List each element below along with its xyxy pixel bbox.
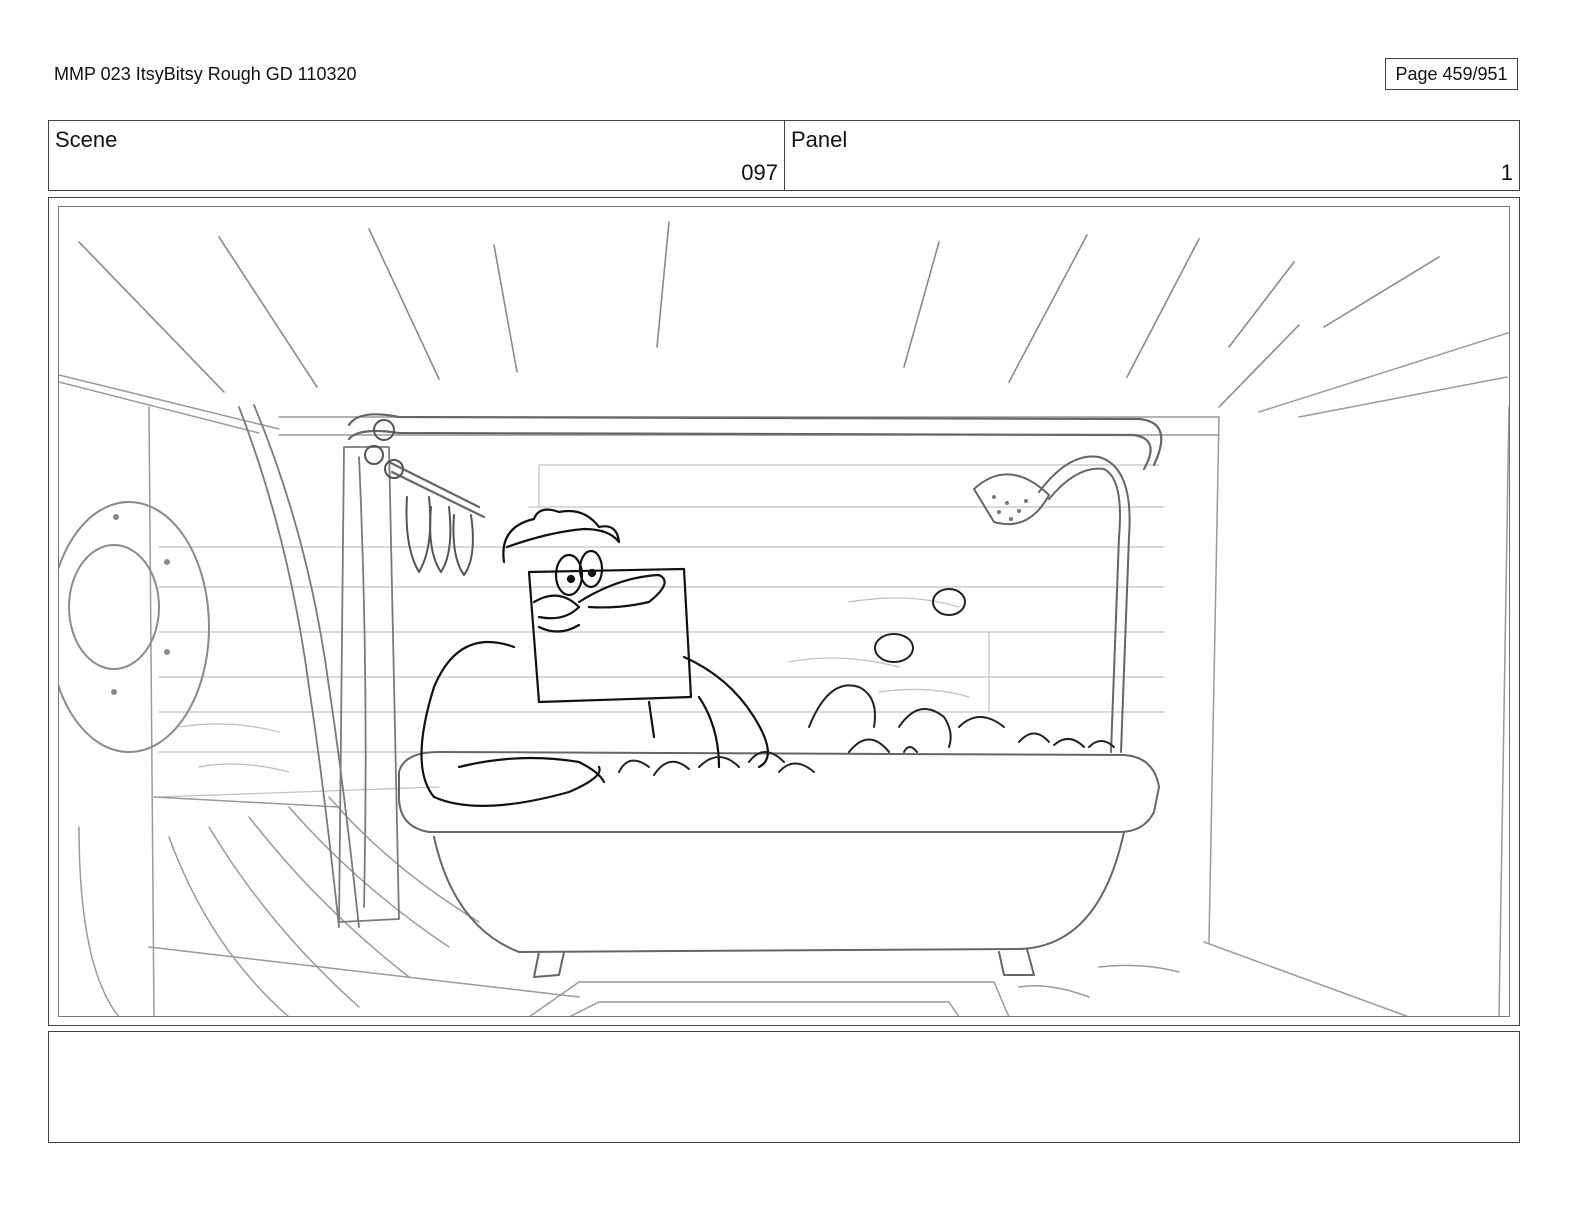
storyboard-frame [48, 197, 1520, 1026]
scene-cell: Scene 097 [49, 121, 785, 190]
shower-rod [347, 413, 1163, 519]
curtain-rings [364, 419, 474, 576]
character-sketch [420, 508, 769, 807]
bath-bubbles [618, 588, 1115, 776]
scene-label: Scene [55, 127, 118, 152]
wall-planks [158, 464, 1165, 798]
panel-label: Panel [791, 127, 848, 152]
shower-curtain [238, 404, 400, 928]
bathtub [398, 751, 1160, 978]
panel-number: 1 [1500, 160, 1513, 185]
shower-head [973, 455, 1131, 753]
floor-mat [529, 964, 1180, 1016]
bathroom-sketch [59, 221, 1509, 1016]
page-number: Page 459/951 [1385, 58, 1518, 90]
scene-panel-header: Scene 097 Panel 1 [48, 120, 1520, 191]
porthole [59, 501, 210, 753]
ceiling-lines [78, 221, 1440, 408]
panel-cell: Panel 1 [785, 121, 1519, 190]
storyboard-panel-drawing [58, 206, 1510, 1017]
notes-box [48, 1031, 1520, 1143]
scene-number: 097 [741, 160, 778, 185]
document-title: MMP 023 ItsyBitsy Rough GD 110320 [54, 64, 357, 84]
hull-curves [78, 796, 580, 1016]
